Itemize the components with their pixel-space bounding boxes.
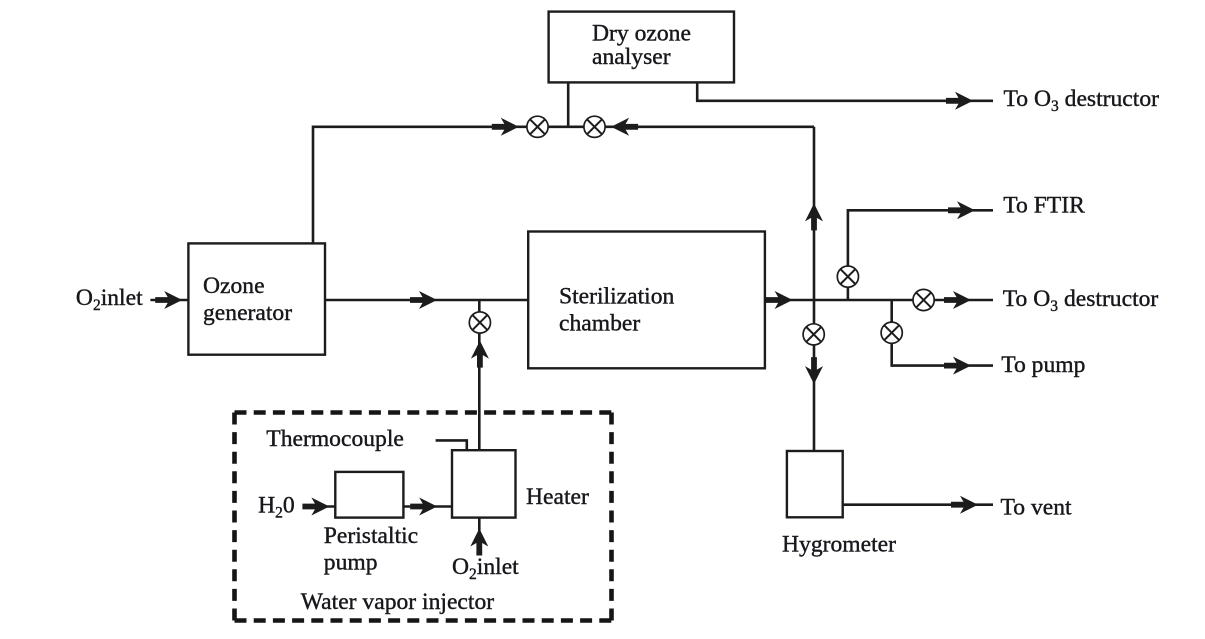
svg-text:H20: H20 — [258, 493, 295, 522]
svg-text:Sterilization: Sterilization — [559, 284, 675, 310]
svg-text:generator: generator — [203, 300, 292, 326]
svg-text:To pump: To pump — [1001, 352, 1085, 378]
svg-text:Heater: Heater — [526, 484, 589, 510]
svg-text:chamber: chamber — [559, 311, 640, 337]
svg-text:Dry ozone: Dry ozone — [592, 21, 691, 47]
svg-text:To vent: To vent — [1001, 494, 1073, 520]
svg-text:To O3 destructor: To O3 destructor — [1004, 86, 1160, 115]
svg-text:Water vapor injector: Water vapor injector — [301, 589, 494, 615]
svg-text:Peristaltic: Peristaltic — [324, 523, 418, 549]
svg-text:Ozone: Ozone — [203, 273, 265, 299]
svg-text:O2inlet: O2inlet — [452, 554, 519, 583]
svg-text:To FTIR: To FTIR — [1003, 192, 1085, 218]
svg-text:Thermocouple: Thermocouple — [266, 426, 404, 452]
svg-text:To O3 destructor: To O3 destructor — [1003, 286, 1159, 315]
svg-text:Hygrometer: Hygrometer — [782, 532, 896, 558]
svg-text:O2inlet: O2inlet — [76, 285, 143, 314]
svg-text:pump: pump — [324, 550, 378, 576]
svg-text:analyser: analyser — [592, 44, 671, 70]
